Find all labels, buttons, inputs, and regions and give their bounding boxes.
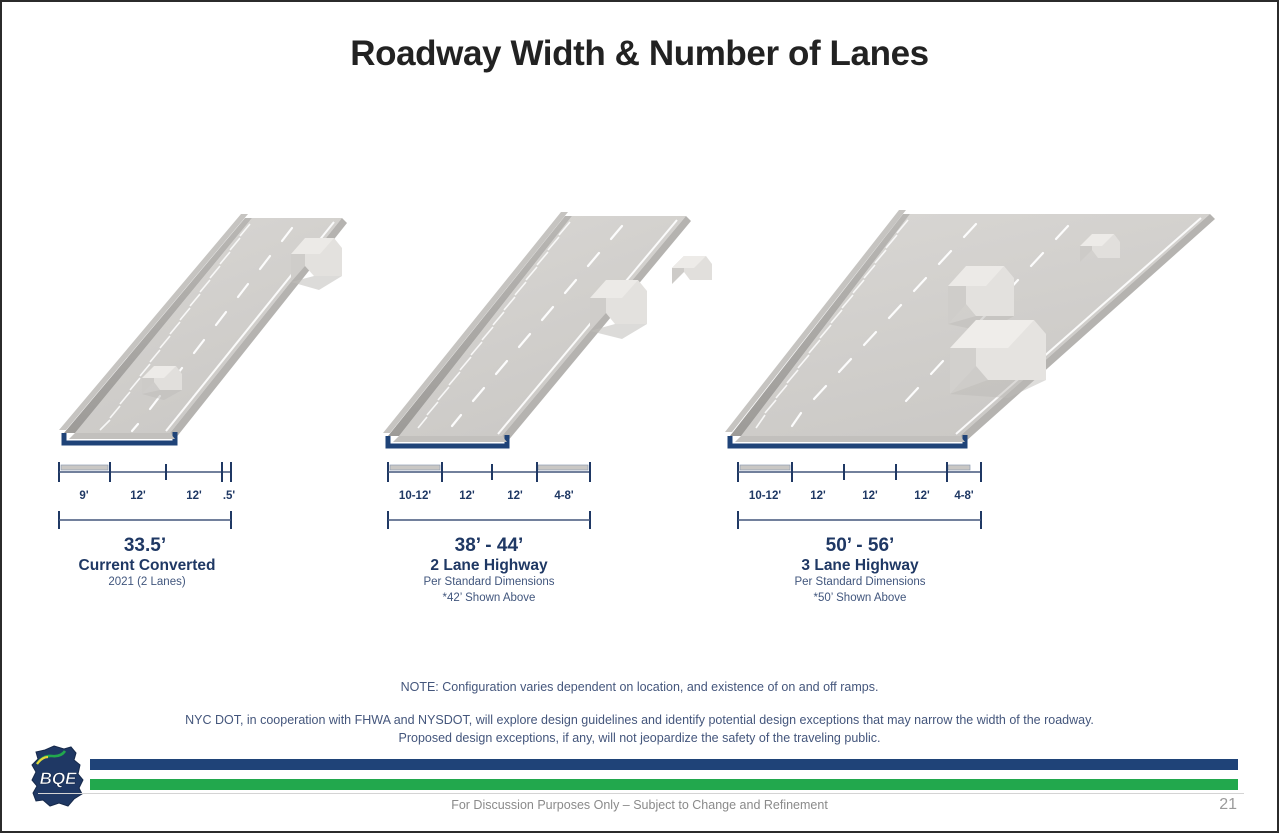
segment-ticks <box>387 462 591 482</box>
roadway-render-3 <box>718 198 1248 453</box>
diagram-group: 9' 12' 12' .5' 33.5’ Current Converted 2… <box>2 198 1279 608</box>
note-line: NYC DOT, in cooperation with FHWA and NY… <box>185 713 1094 727</box>
navy-accent-bar <box>90 759 1238 770</box>
footer-disclaimer: For Discussion Purposes Only – Subject t… <box>451 798 828 812</box>
total-width-label: 33.5’ <box>124 535 166 556</box>
segment-label: 12' <box>130 490 146 502</box>
footer-divider <box>38 793 1244 794</box>
diagram-current-converted: 9' 12' 12' .5' 33.5’ Current Converted 2… <box>42 198 372 608</box>
caption-title: Current Converted <box>78 557 216 574</box>
segment-ticks <box>737 462 982 482</box>
segment-label: 10-12' <box>399 490 431 502</box>
segment-label: .5' <box>223 490 236 502</box>
vehicle-truck <box>590 280 647 339</box>
vehicle-box-truck <box>950 320 1046 398</box>
total-dimension <box>58 511 232 529</box>
segment-label: 12' <box>186 490 202 502</box>
caption-subline: Per Standard Dimensions <box>423 576 555 589</box>
vehicle-car <box>1080 234 1120 262</box>
total-dimension <box>737 511 982 529</box>
caption-subline: *50’ Shown Above <box>813 591 907 604</box>
segment-label: 12' <box>810 490 826 502</box>
caption-3: 3 Lane Highway Per Standard Dimensions *… <box>595 556 1125 606</box>
roadway-render-1 <box>42 198 372 453</box>
total-dimension <box>387 511 591 529</box>
diagram-three-lane-highway: 10-12' 12' 12' 12' 4-8' 50’ - 56’ 3 Lane… <box>718 198 1248 608</box>
segment-label: 10-12' <box>749 490 781 502</box>
caption-title: 2 Lane Highway <box>430 557 548 574</box>
segment-label: 12' <box>507 490 523 502</box>
segment-ticks <box>58 462 232 482</box>
segment-label: 9' <box>79 490 88 502</box>
page-title: Roadway Width & Number of Lanes <box>350 34 929 73</box>
diagram-two-lane-highway: 10-12' 12' 12' 4-8' 38’ - 44’ 2 Lane Hig… <box>374 198 714 608</box>
total-width-label: 50’ - 56’ <box>826 535 895 556</box>
vehicle-car <box>672 256 712 284</box>
vehicle-car <box>142 366 182 400</box>
note-configuration: NOTE: Configuration varies dependent on … <box>2 678 1277 696</box>
note-line: NOTE: Configuration varies dependent on … <box>400 680 879 694</box>
roadway-render-2 <box>374 198 714 453</box>
segment-label: 12' <box>459 490 475 502</box>
segment-label: 12' <box>914 490 930 502</box>
total-width-label: 38’ - 44’ <box>455 535 524 556</box>
green-accent-bar <box>90 779 1238 790</box>
segment-label: 12' <box>862 490 878 502</box>
bqe-logo: BQE <box>24 744 92 808</box>
dimension-line-1: 9' 12' 12' .5' 33.5’ <box>42 456 372 556</box>
caption-subline: Per Standard Dimensions <box>794 576 926 589</box>
footer-accent-bars <box>90 759 1238 790</box>
segment-label: 4-8' <box>954 490 974 502</box>
vehicle-truck <box>291 238 342 290</box>
segment-label: 4-8' <box>554 490 574 502</box>
dimension-line-3: 10-12' 12' 12' 12' 4-8' 50’ - 56’ <box>718 456 1248 556</box>
caption-title: 3 Lane Highway <box>801 557 919 574</box>
logo-text: BQE <box>40 769 78 788</box>
note-design-exceptions: NYC DOT, in cooperation with FHWA and NY… <box>2 711 1277 747</box>
caption-subline: 2021 (2 Lanes) <box>108 576 186 589</box>
dimension-line-2: 10-12' 12' 12' 4-8' 38’ - 44’ <box>374 456 714 556</box>
caption-2: 2 Lane Highway Per Standard Dimensions *… <box>319 556 659 606</box>
note-line: Proposed design exceptions, if any, will… <box>398 731 881 746</box>
page-number: 21 <box>1219 796 1237 813</box>
caption-1: Current Converted 2021 (2 Lanes) <box>0 556 312 591</box>
caption-subline: *42’ Shown Above <box>442 591 536 604</box>
